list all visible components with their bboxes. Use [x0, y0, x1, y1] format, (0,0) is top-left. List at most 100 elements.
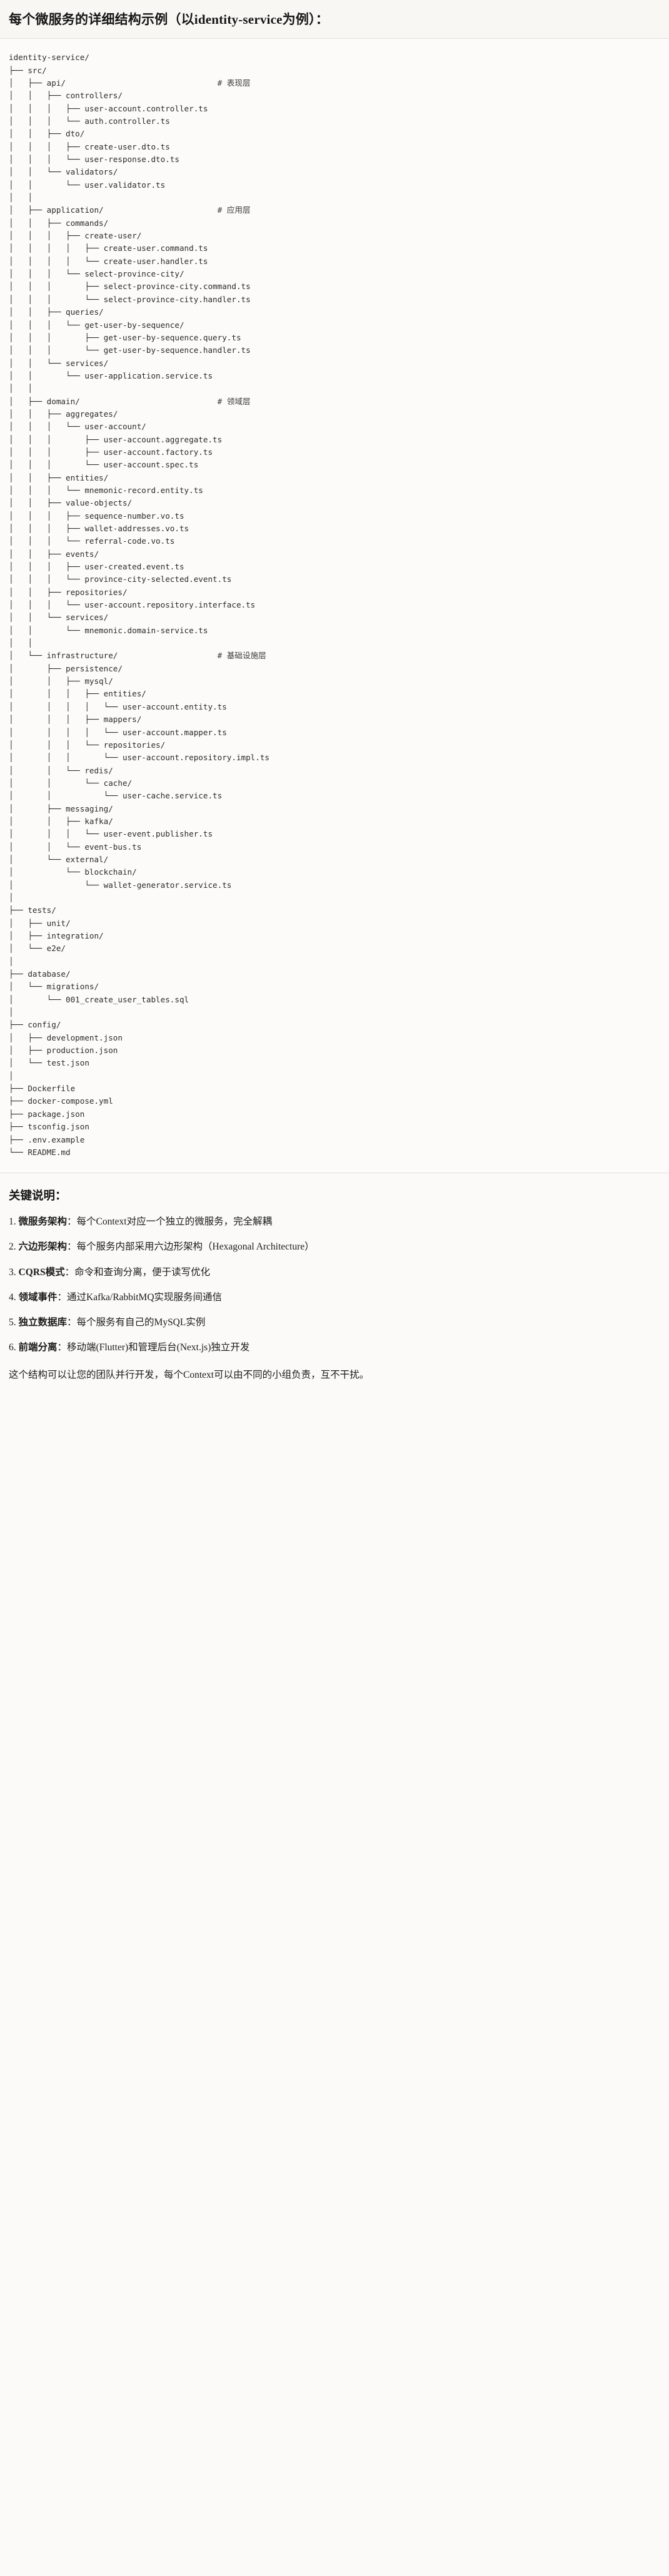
- tree-row: ├── database/: [9, 968, 660, 980]
- tree-path: │ │ │ └── user-account.repository.impl.t…: [9, 753, 270, 763]
- tree-path: │ │: [9, 638, 33, 648]
- key-note-separator: ：: [57, 1342, 68, 1353]
- tree-path: │ │ │ ├── user-account.factory.ts: [9, 447, 213, 457]
- tree-row: │ │ ├── events/: [9, 548, 660, 561]
- tree-row: │ │ │ ├── mappers/: [9, 713, 660, 726]
- tree-row: │ ├── integration/: [9, 930, 660, 942]
- tree-path: │ └── migrations/: [9, 982, 99, 992]
- tree-row: │ └── migrations/: [9, 980, 660, 993]
- tree-row: │ │ └── services/: [9, 611, 660, 624]
- tree-row: │ │ │ └── get-user-by-sequence/: [9, 319, 660, 332]
- tree-row: │ │ │ └── mnemonic-record.entity.ts: [9, 484, 660, 497]
- tree-row: │ └── infrastructure/ # 基础设施层: [9, 649, 660, 662]
- tree-row: │ │ └── user-application.service.ts: [9, 370, 660, 382]
- document-page: 每个微服务的详细结构示例（以identity-service为例）： ident…: [0, 0, 669, 1380]
- tree-path: │ │ │ └── get-user-by-sequence.handler.t…: [9, 345, 251, 355]
- tree-path: │ │ ├── entities/: [9, 472, 109, 482]
- tree-path: │ └── infrastructure/: [9, 651, 118, 661]
- tree-row: ├── tsconfig.json: [9, 1121, 660, 1133]
- key-note-number: 6.: [9, 1342, 16, 1353]
- tree-layer-comment: # 应用层: [217, 205, 251, 215]
- tree-path: │ │ │ ├── create-user.dto.ts: [9, 141, 170, 151]
- tree-path: │ │ └── services/: [9, 358, 109, 368]
- tree-path: │ │ └── user-application.service.ts: [9, 370, 213, 380]
- tree-row: │ │ │ └── user-account/: [9, 420, 660, 433]
- tree-path: │ │ │ ├── get-user-by-sequence.query.ts: [9, 332, 241, 342]
- tree-path: │ │ │ │ ├── create-user.command.ts: [9, 243, 208, 253]
- tree-row: │ │ │ ├── user-account.factory.ts: [9, 446, 660, 459]
- tree-path: │ │ └── validators/: [9, 167, 118, 177]
- key-note-separator: ：: [67, 1241, 77, 1253]
- tree-path: │ │ ├── controllers/: [9, 91, 123, 101]
- tree-row: │ ├── persistence/: [9, 663, 660, 675]
- tree-row: │ ├── messaging/: [9, 803, 660, 815]
- tree-row: │ ├── development.json: [9, 1032, 660, 1044]
- tree-row: │ │ │ └── auth.controller.ts: [9, 115, 660, 128]
- tree-path: │: [9, 892, 14, 902]
- tree-row: │ │ ├── commands/: [9, 217, 660, 230]
- key-note-item: 6. 前端分离：移动端(Flutter)和管理后台(Next.js)独立开发: [9, 1340, 660, 1355]
- tree-row: │ │ │ │ └── create-user.handler.ts: [9, 255, 660, 268]
- tree-path: │ │ │ │ └── create-user.handler.ts: [9, 256, 208, 266]
- tree-path: │ │: [9, 384, 33, 394]
- page-title: 每个微服务的详细结构示例（以identity-service为例）：: [9, 12, 329, 27]
- tree-row: │ │ │ ├── create-user/: [9, 230, 660, 242]
- tree-row: │ │ │ ├── wallet-addresses.vo.ts: [9, 522, 660, 535]
- tree-row: │ └── e2e/: [9, 942, 660, 955]
- tree-path: ├── tests/: [9, 905, 56, 915]
- tree-path: │ │ └── services/: [9, 613, 109, 623]
- tree-comment-spacer: [80, 397, 218, 406]
- tree-row: │ ├── unit/: [9, 917, 660, 930]
- tree-path: ├── database/: [9, 969, 71, 979]
- tree-row: │ │ │ │ └── user-account.entity.ts: [9, 701, 660, 713]
- tree-row: │ │ └── services/: [9, 357, 660, 370]
- tree-row: │ │ ├── mysql/: [9, 675, 660, 688]
- tree-path: │ │ │ ├── user-account.controller.ts: [9, 103, 208, 113]
- tree-row: │ │ │ ├── create-user.dto.ts: [9, 141, 660, 153]
- key-note-number: 3.: [9, 1266, 16, 1278]
- tree-row: │ │ └── user-cache.service.ts: [9, 790, 660, 802]
- key-note-description: 命令和查询分离，便于读写优化: [74, 1266, 211, 1278]
- tree-path: │ │ │ └── repositories/: [9, 740, 166, 750]
- tree-path: │ ├── persistence/: [9, 663, 123, 673]
- key-note-separator: ：: [67, 1317, 77, 1328]
- tree-row: │ │ ├── dto/: [9, 128, 660, 140]
- tree-path: │ │ ├── queries/: [9, 307, 104, 317]
- tree-row: │ │ └── cache/: [9, 777, 660, 790]
- tree-path: │ └── 001_create_user_tables.sql: [9, 994, 189, 1004]
- tree-comment-spacer: [66, 78, 218, 88]
- tree-path: │ │ │ └── get-user-by-sequence/: [9, 320, 184, 330]
- directory-tree-block: identity-service/ ├── src/ │ ├── api/ # …: [0, 39, 669, 1174]
- tree-path: │ │ └── redis/: [9, 765, 113, 775]
- tree-path: │ ├── production.json: [9, 1046, 118, 1056]
- tree-comment-spacer: [104, 205, 218, 215]
- tree-path: │ ├── development.json: [9, 1032, 123, 1042]
- tree-path: │ │ └── mnemonic.domain-service.ts: [9, 625, 208, 635]
- tree-path: │ │ │ ├── user-created.event.ts: [9, 562, 184, 572]
- tree-path: │ │ │ └── select-province-city/: [9, 269, 184, 279]
- tree-comment-spacer: [118, 651, 217, 660]
- tree-path: ├── package.json: [9, 1109, 85, 1119]
- tree-row: │ ├── production.json: [9, 1044, 660, 1057]
- tree-row: identity-service/: [9, 51, 660, 64]
- tree-row: ├── .env.example: [9, 1134, 660, 1146]
- tree-row: ├── docker-compose.yml: [9, 1095, 660, 1107]
- tree-path: │ │ ├── mysql/: [9, 676, 113, 686]
- tree-row: ├── tests/: [9, 904, 660, 917]
- tree-row: │ └── 001_create_user_tables.sql: [9, 994, 660, 1006]
- tree-row: │ │ │ ├── select-province-city.command.t…: [9, 280, 660, 293]
- tree-path: │ │ │ └── mnemonic-record.entity.ts: [9, 485, 203, 495]
- tree-row: │ │: [9, 382, 660, 395]
- tree-path: │ │ ├── events/: [9, 549, 99, 559]
- tree-row: │ │ └── user.validator.ts: [9, 179, 660, 191]
- key-note-item: 5. 独立数据库：每个服务有自己的MySQL实例: [9, 1315, 660, 1330]
- tree-row: │ │ └── validators/: [9, 166, 660, 178]
- tree-path: │ │ ├── value-objects/: [9, 498, 133, 508]
- document-header: 每个微服务的详细结构示例（以identity-service为例）：: [0, 0, 669, 39]
- tree-path: ├── .env.example: [9, 1134, 85, 1144]
- tree-row: │ │ │ └── select-province-city.handler.t…: [9, 293, 660, 306]
- tree-row: │ │ ├── repositories/: [9, 586, 660, 599]
- key-note-item: 4. 领域事件：通过Kafka/RabbitMQ实现服务间通信: [9, 1290, 660, 1305]
- tree-row: │ │ │ └── get-user-by-sequence.handler.t…: [9, 344, 660, 357]
